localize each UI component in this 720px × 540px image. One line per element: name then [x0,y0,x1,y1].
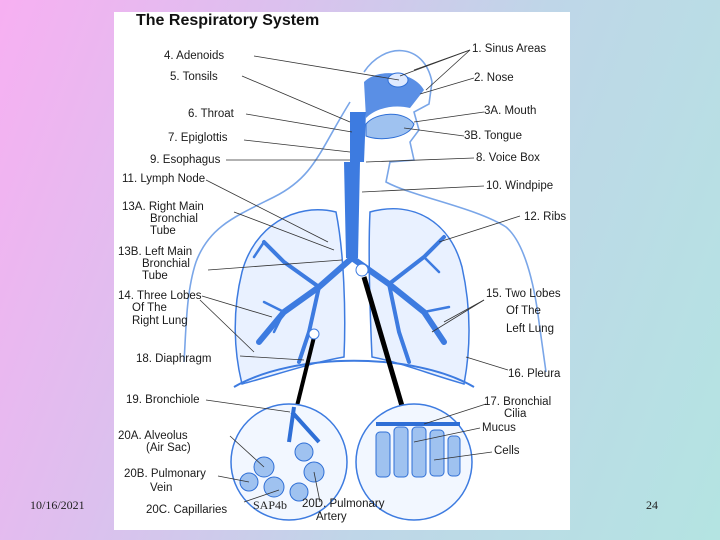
windpipe [344,162,360,258]
mouth-cavity [365,113,415,140]
label-right-main-1: 13A. Right Main [122,201,204,213]
label-three-lobes-1: 14. Three Lobes [118,290,202,302]
label-pleura: 16. Pleura [508,368,561,380]
label-bronchial-cilia-2: Cilia [504,408,527,420]
respiratory-diagram [183,49,547,521]
nasal-cavity [364,73,424,118]
leader-lines [199,49,521,503]
slide-page-number: 24 [646,498,658,512]
label-mouth: 3A. Mouth [484,105,537,117]
label-ribs: 12. Ribs [524,211,567,223]
label-alveolus-1: 20A. Alveolus [118,430,188,442]
label-left-main-1: 13B. Left Main [118,246,193,258]
label-left-main-2: Bronchial [142,258,190,270]
slide-date: 10/16/2021 [30,498,85,512]
label-capillaries: 20C. Capillaries [146,504,228,516]
label-right-main-3: Tube [150,225,176,237]
throat [350,112,366,162]
label-tongue: 3B. Tongue [464,130,522,142]
label-adenoids: 4. Adenoids [164,50,225,62]
label-nose: 2. Nose [474,72,514,84]
respiratory-diagram-panel: The Respiratory System 4. Adenoids 5. To… [114,12,570,530]
pointer-right [361,276,405,407]
pointer-left [294,336,316,411]
label-pulmonary-vein-2: Vein [150,482,173,494]
label-pulmonary-vein-1: 20B. Pulmonary [124,468,206,480]
label-bronchiole: 19. Bronchiole [126,394,200,406]
label-right-main-2: Bronchial [150,213,198,225]
label-bronchial-cilia-1: 17. Bronchial [484,396,552,408]
label-two-lobes-1: 15. Two Lobes [486,288,561,300]
label-esophagus: 9. Esophagus [150,154,221,166]
label-lymph-node: 11. Lymph Node [122,173,206,185]
body-outline [363,49,547,373]
label-two-lobes-3: Left Lung [506,323,554,335]
label-diaphragm: 18. Diaphragm [136,353,212,365]
label-left-main-3: Tube [142,270,168,282]
diagram-title: The Respiratory System [136,12,320,29]
label-two-lobes-2: Of The [506,305,541,317]
label-sinus-areas: 1. Sinus Areas [472,43,547,55]
label-windpipe: 10. Windpipe [486,180,554,192]
cilia-cells [375,422,461,478]
slide-code: SAP4b [253,498,288,512]
label-throat: 6. Throat [188,108,234,120]
label-epiglottis: 7. Epiglottis [168,132,228,144]
right-lung [234,209,346,385]
label-pulmonary-artery-1: 20D. Pulmonary [302,498,385,510]
label-voice-box: 8. Voice Box [476,152,540,164]
label-tonsils: 5. Tonsils [170,71,218,83]
label-three-lobes-2: Of The [132,302,167,314]
label-alveolus-2: (Air Sac) [146,442,191,454]
left-lung [368,208,470,385]
label-mucus: Mucus [482,422,516,434]
label-cells: Cells [494,445,520,457]
diaphragm [233,359,475,388]
body-outline-left [183,101,351,363]
label-three-lobes-3: Right Lung [132,315,188,327]
label-pulmonary-artery-2: Artery [316,511,347,523]
